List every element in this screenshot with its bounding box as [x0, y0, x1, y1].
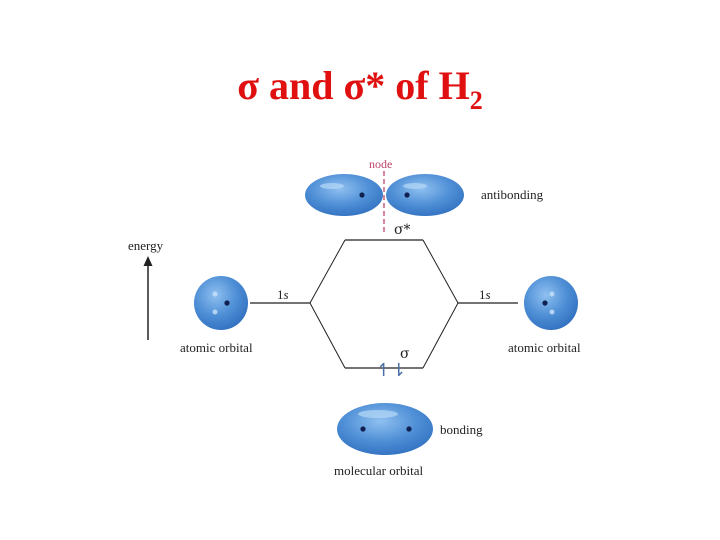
bonding-nucleus-left	[360, 426, 366, 432]
title-sigma-star: σ*	[343, 63, 386, 108]
right-ao-nucleus	[542, 300, 548, 306]
connector-left-down	[309, 302, 346, 369]
antibonding-highlight-right	[403, 183, 427, 189]
title-subscript: 2	[469, 86, 483, 115]
electron-pair: ↿⇂	[376, 360, 406, 381]
right-atomic-orbital	[524, 276, 578, 330]
right-ao-level-number: 1	[479, 287, 486, 302]
left-ao-label: atomic orbital	[180, 340, 253, 355]
right-ao-label: atomic orbital	[508, 340, 581, 355]
connector-left-up	[309, 239, 346, 304]
left-ao-level-label: 1s	[277, 287, 289, 302]
title-of: of	[395, 63, 429, 108]
title-and: and	[269, 63, 334, 108]
left-ao-level-number: 1	[277, 287, 284, 302]
connector-right-up	[422, 239, 459, 304]
energy-arrow-head	[143, 256, 153, 266]
left-ao-highlight-1	[212, 291, 218, 297]
right-ao-level-suffix: s	[486, 287, 491, 302]
antibonding-nucleus-left	[359, 192, 365, 198]
left-ao-level-suffix: s	[284, 287, 289, 302]
sigma-star-label: σ*	[394, 222, 411, 238]
connector-right-down	[422, 302, 459, 369]
left-ao-highlight-2	[212, 309, 218, 315]
node-label: node	[369, 157, 392, 171]
molecular-orbital-label: molecular orbital	[334, 463, 424, 478]
antibonding-lobe-left	[305, 174, 383, 216]
bonding-label: bonding	[440, 422, 483, 437]
right-ao-level-label: 1s	[479, 287, 491, 302]
antibonding-highlight-left	[320, 183, 344, 189]
sigma-label: σ	[400, 346, 410, 362]
right-ao-highlight-1	[549, 291, 555, 297]
bonding-highlight	[358, 410, 398, 418]
energy-label: energy	[128, 238, 164, 253]
antibonding-label: antibonding	[481, 187, 544, 202]
title-element: H	[438, 63, 470, 108]
left-atomic-orbital	[194, 276, 248, 330]
left-ao-nucleus	[224, 300, 230, 306]
antibonding-nucleus-right	[404, 192, 410, 198]
bonding-nucleus-right	[406, 426, 412, 432]
antibonding-lobe-right	[386, 174, 464, 216]
right-ao-highlight-2	[549, 309, 555, 315]
slide-title: σ and σ* of H2	[0, 62, 720, 116]
title-sigma: σ	[237, 63, 260, 108]
